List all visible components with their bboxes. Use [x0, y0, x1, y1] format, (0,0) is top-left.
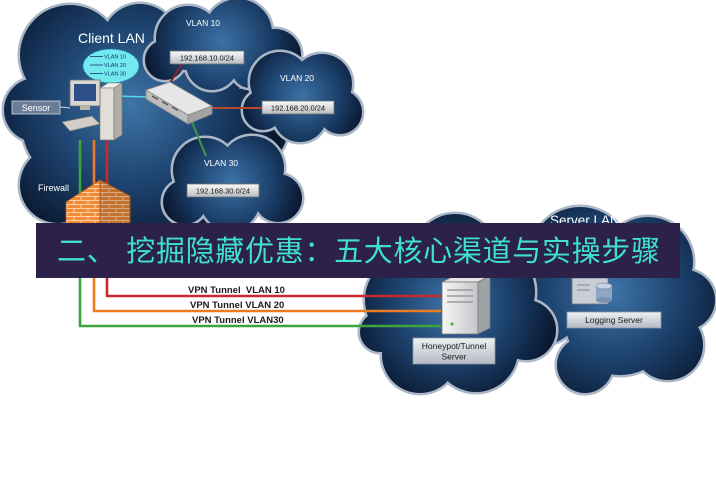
switch-icon: [145, 81, 213, 125]
bubble-lines: [90, 56, 103, 74]
server-front: [441, 281, 479, 335]
vlan10-subnet-box: 192.168.10.0/24: [169, 50, 245, 65]
server-drive-bays: [447, 289, 473, 303]
link-switch-vlan30: [191, 121, 207, 157]
monitor-stand: [80, 106, 90, 110]
vlan20-name: VLAN 20: [280, 73, 314, 83]
sensor-workstation-icon: [61, 79, 124, 141]
sensor-label-box: Sensor: [11, 100, 61, 115]
client-lan-title: Client LAN: [78, 30, 145, 46]
logging-server-slots: [577, 284, 590, 291]
vlan30-cloud: [163, 136, 302, 230]
sensor-label: Sensor: [22, 103, 51, 113]
vlan20-subnet: 192.168.20.0/24: [271, 104, 325, 113]
logging-label-bg: [566, 311, 662, 329]
firewall-icon: [65, 179, 131, 237]
title-banner: 二、 挖掘隐藏优惠：五大核心渠道与实操步骤: [36, 223, 680, 278]
bubble-vlan30: VLAN 30: [104, 72, 126, 78]
subnet-box-bg: [261, 100, 335, 115]
logging-label: Logging Server: [585, 315, 643, 325]
logging-label-box: Logging Server: [566, 311, 662, 329]
cloud-fill: [243, 52, 362, 142]
firewall-label: Firewall: [38, 183, 69, 193]
vlan30-subnet-box: 192.168.30.0/24: [186, 183, 260, 198]
sensor-label-bg: [11, 100, 61, 115]
database-cylinder-bottom: [596, 297, 612, 303]
tower-side: [113, 82, 123, 141]
tunnel-label-vlan30: VPN Tunnel VLAN30: [192, 315, 284, 326]
switch-ports: [151, 95, 179, 112]
vlan20-cloud: [243, 52, 362, 142]
switch-side: [187, 105, 213, 125]
banner-background: [36, 223, 680, 278]
vlan10-name: VLAN 10: [186, 18, 220, 28]
vlan20-subnet-box: 192.168.20.0/24: [261, 100, 335, 115]
vlan-bubble: VLAN 10 VLAN 20 VLAN 30: [82, 48, 140, 84]
tunnel-label-vlan20: VPN Tunnel VLAN 20: [190, 300, 284, 311]
keyboard: [61, 115, 101, 132]
monitor-screen: [74, 84, 96, 101]
logging-server-icon: [571, 277, 613, 305]
database-cylinder-top: [595, 282, 613, 290]
honeypot-label-line2: Server: [441, 352, 466, 362]
vlan30-subnet: 192.168.30.0/24: [196, 187, 250, 196]
honeypot-label-line1: Honeypot/Tunnel: [422, 341, 487, 351]
tower-front: [99, 87, 115, 141]
bubble-vlan10: VLAN 10: [104, 55, 126, 61]
server-power-led: [450, 322, 454, 326]
sensor-label-leader: [59, 106, 71, 109]
banner-title: 二、 挖掘隐藏优惠：五大核心渠道与实操步骤: [57, 234, 660, 268]
vlan10-subnet: 192.168.10.0/24: [180, 54, 234, 63]
server-side: [477, 275, 491, 335]
honeypot-label-bg: [412, 337, 496, 365]
tunnel-label-vlan10: VPN Tunnel VLAN 10: [188, 285, 285, 296]
subnet-box-bg: [186, 183, 260, 198]
honeypot-label-box: Honeypot/Tunnel Server: [412, 337, 496, 365]
database-cylinder-body: [596, 286, 612, 300]
firewall-shade: [100, 180, 130, 236]
bubble-vlan20: VLAN 20: [104, 63, 126, 69]
honeypot-server-icon: [441, 275, 491, 335]
subnet-box-bg: [169, 50, 245, 65]
vlan30-name: VLAN 30: [204, 158, 238, 168]
